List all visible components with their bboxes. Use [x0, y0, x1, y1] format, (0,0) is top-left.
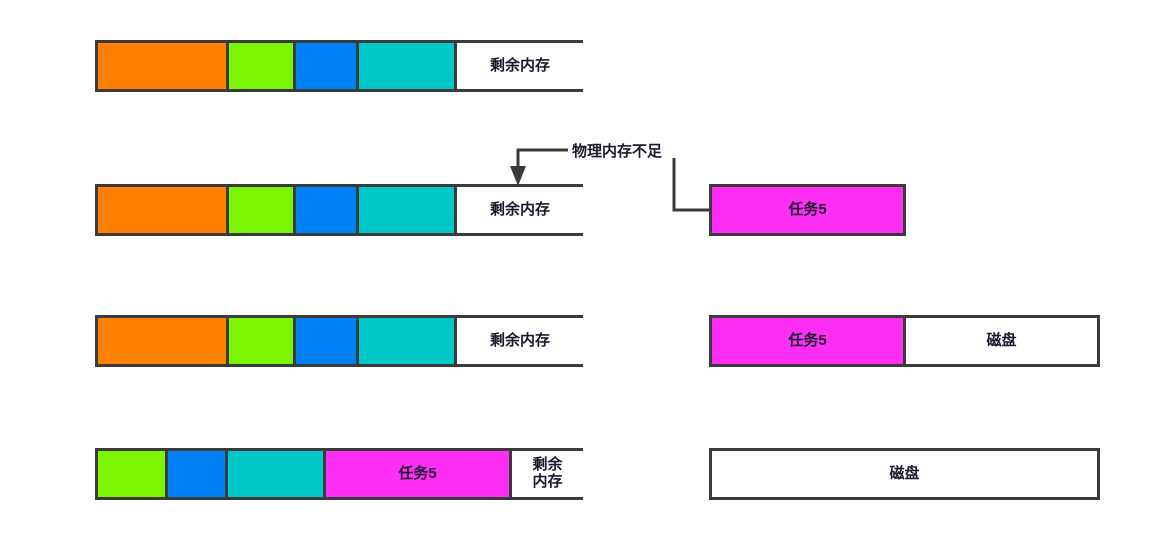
task5-block: 任务5 [712, 318, 903, 364]
task-block-orange [98, 187, 226, 233]
free-memory-block: 剩余 内存 [509, 451, 583, 497]
memory-bar-full: 剩余内存 [95, 184, 583, 236]
memory-bar-initial: 剩余内存 [95, 40, 583, 92]
annotation-physical-memory-insufficient: 物理内存不足 [572, 143, 663, 160]
task-block-green [226, 318, 293, 364]
connector-to-task5 [672, 158, 709, 212]
task-block-teal [356, 43, 454, 89]
task-block-orange [98, 43, 226, 89]
task-block-blue [293, 318, 356, 364]
task-block-green [226, 43, 293, 89]
connector-to-free-memory [516, 148, 568, 172]
disk-block: 磁盘 [903, 318, 1097, 364]
free-memory-block: 剩余内存 [454, 187, 583, 233]
arrowhead-down-icon [510, 166, 526, 186]
task5-pending-bar: 任务5 [709, 184, 906, 236]
task-block-teal [356, 187, 454, 233]
disk-block: 磁盘 [712, 451, 1097, 497]
memory-bar-before-swap: 剩余内存 [95, 315, 583, 367]
disk-bar-empty: 磁盘 [709, 448, 1100, 500]
task-block-blue [293, 43, 356, 89]
task-block-green [98, 451, 165, 497]
task5-block: 任务5 [712, 187, 903, 233]
task-block-blue [165, 451, 225, 497]
task5-block: 任务5 [323, 451, 509, 497]
task-block-teal [356, 318, 454, 364]
task-block-blue [293, 187, 356, 233]
free-memory-block: 剩余内存 [454, 43, 583, 89]
task-block-green [226, 187, 293, 233]
task-block-orange [98, 318, 226, 364]
free-memory-block: 剩余内存 [454, 318, 583, 364]
task-block-teal [225, 451, 323, 497]
